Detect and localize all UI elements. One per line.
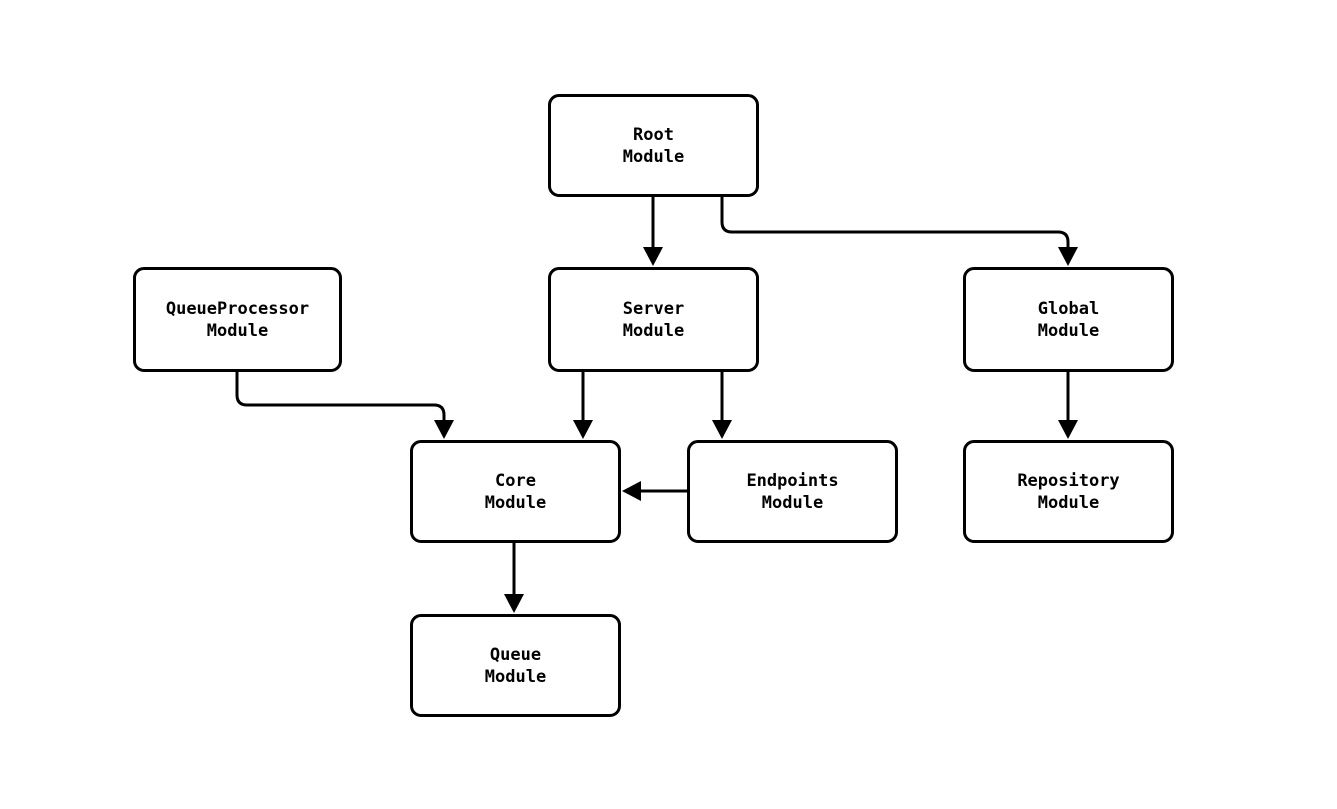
- edge-root-to-global: [720, 197, 1070, 247]
- arrowhead-core-to-queue: [504, 594, 524, 613]
- node-label-endpoints-module: Endpoints Module: [746, 470, 839, 513]
- arrowhead-server-to-endpoints: [712, 420, 732, 439]
- edge-queueprocessor-to-core: [235, 372, 446, 420]
- node-label-root-module: Root Module: [622, 124, 685, 167]
- node-root-module[interactable]: Root Module: [548, 94, 759, 197]
- arrowhead-global-to-repository: [1058, 420, 1078, 439]
- node-label-repository-module: Repository Module: [1017, 470, 1120, 513]
- node-label-queue-module: Queue Module: [484, 644, 547, 687]
- node-label-queueprocessor-module: QueueProcessor Module: [165, 298, 310, 341]
- arrowhead-queueprocessor-to-core: [434, 420, 454, 439]
- node-queue-module[interactable]: Queue Module: [410, 614, 621, 717]
- arrowhead-root-to-server: [643, 247, 663, 266]
- node-server-module[interactable]: Server Module: [548, 267, 759, 372]
- node-global-module[interactable]: Global Module: [963, 267, 1174, 372]
- node-queueprocessor-module[interactable]: QueueProcessor Module: [133, 267, 342, 372]
- arrowhead-root-to-global: [1058, 247, 1078, 266]
- node-label-core-module: Core Module: [484, 470, 547, 513]
- node-core-module[interactable]: Core Module: [410, 440, 621, 543]
- node-endpoints-module[interactable]: Endpoints Module: [687, 440, 898, 543]
- node-repository-module[interactable]: Repository Module: [963, 440, 1174, 543]
- arrowhead-server-to-core: [573, 420, 593, 439]
- node-label-global-module: Global Module: [1037, 298, 1100, 341]
- arrowhead-endpoints-to-core: [622, 481, 641, 501]
- node-label-server-module: Server Module: [622, 298, 685, 341]
